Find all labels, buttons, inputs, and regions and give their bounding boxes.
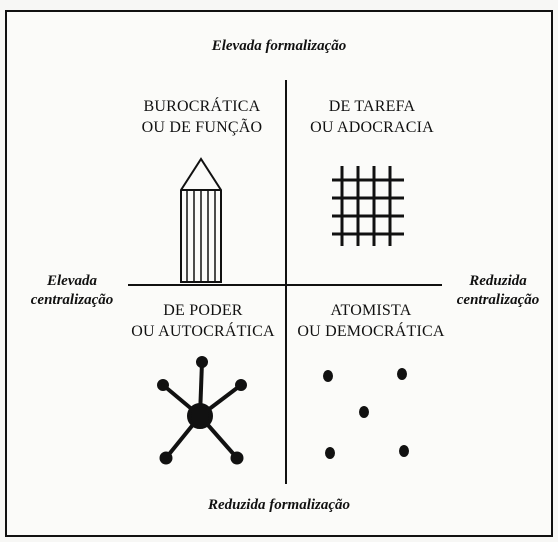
scattered-dots-icon (323, 368, 409, 459)
axis-label-bottom: Reduzida formalização (207, 497, 351, 513)
quadrant-title-atomista: ATOMISTA OU DEMOCRÁTICA (297, 302, 445, 340)
star-hub-icon (157, 356, 247, 465)
quadrant-title-burocratica: BUROCRÁTICA OU DE FUNÇÃO (141, 98, 263, 136)
axis-label-left: Elevada centralização (30, 273, 114, 308)
axis-label-top: Elevada formalização (211, 38, 347, 54)
pencil-columns-icon (180, 157, 222, 283)
quadrant-title-de-poder: DE PODER OU AUTOCRÁTICA (131, 302, 275, 340)
diagram-frame (5, 10, 553, 537)
quadrant-title-de-tarefa: DE TAREFA OU ADOCRACIA (310, 98, 434, 136)
axis-label-right: Reduzida centralização (456, 273, 540, 308)
grid-lattice-icon (332, 166, 404, 246)
